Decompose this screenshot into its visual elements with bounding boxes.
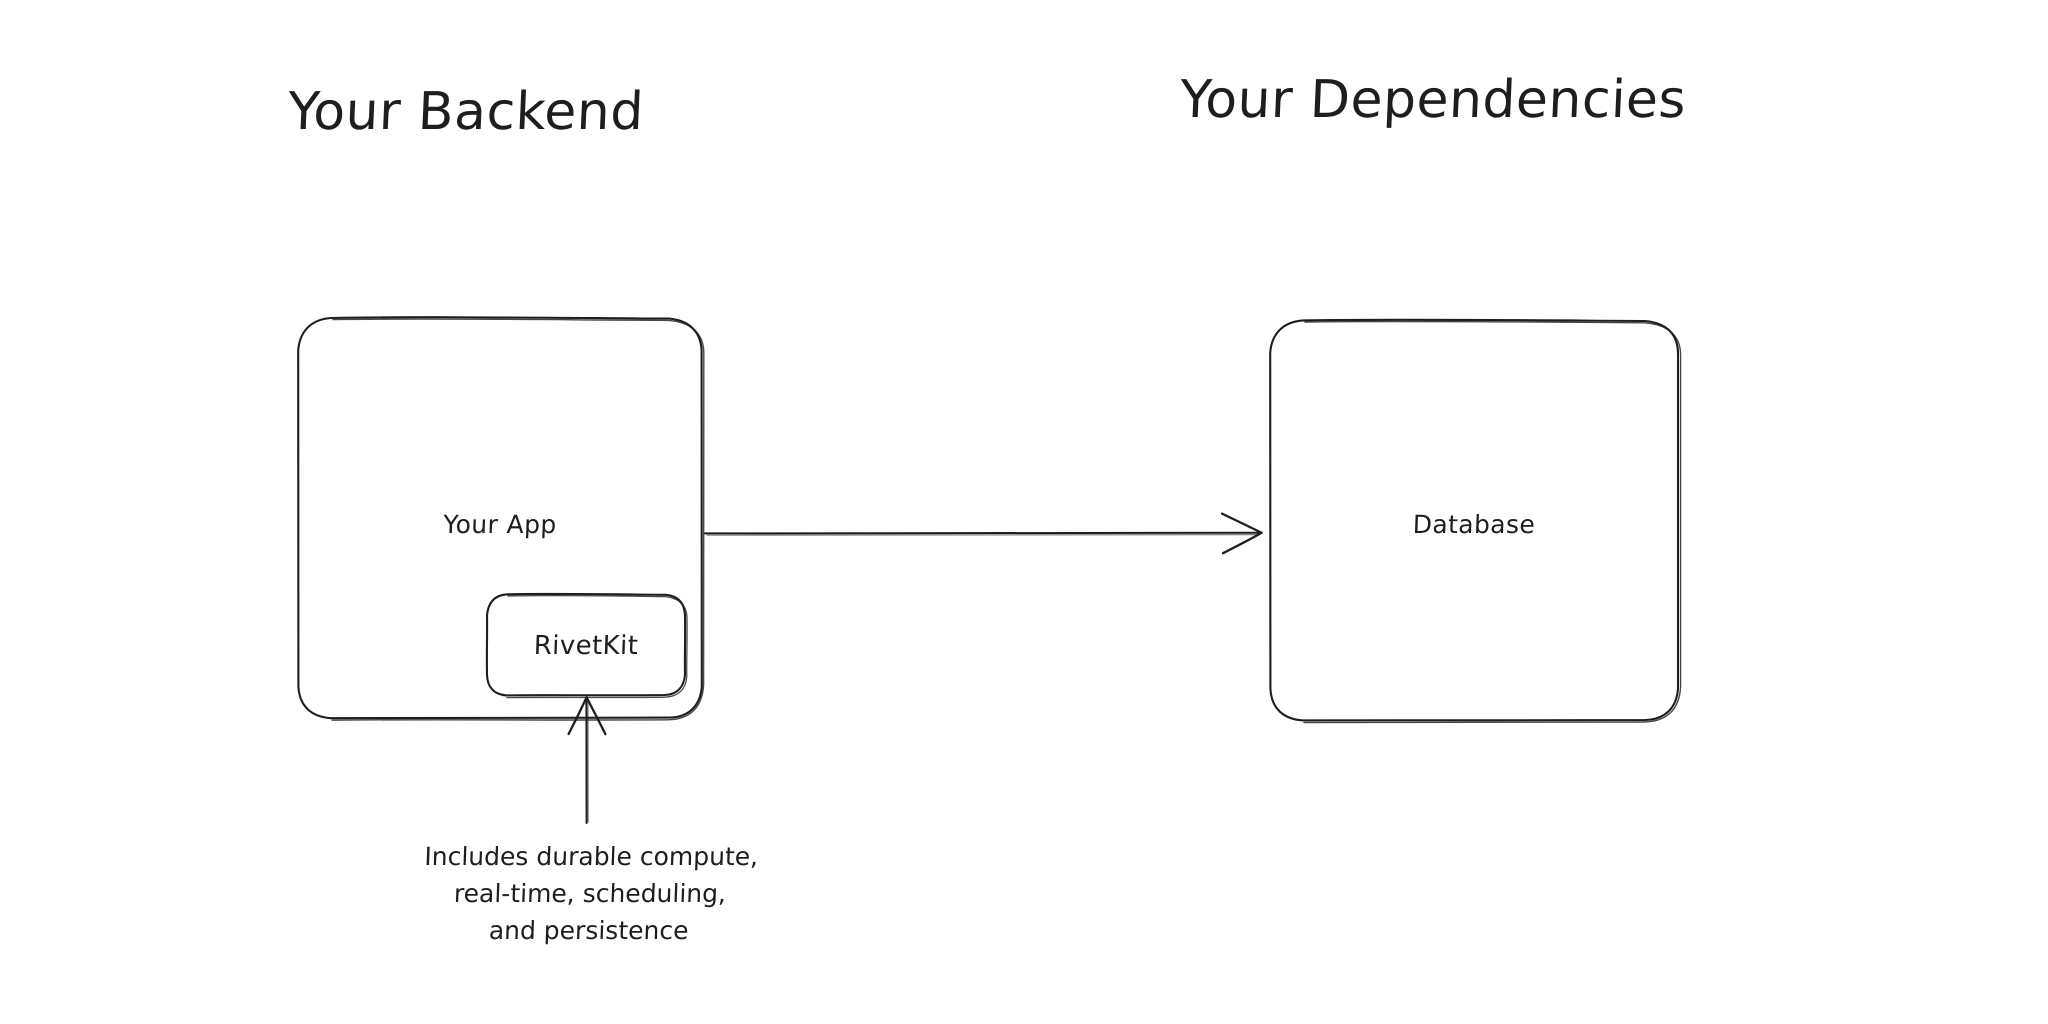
annotation-line-1: Includes durable compute,	[423, 842, 759, 871]
node-label-rivetkit: RivetKit	[533, 631, 639, 661]
group-title-dependencies: Your Dependencies	[1178, 70, 1688, 130]
annotation-line-3: and persistence	[488, 916, 690, 945]
edge-annotation-to-rivetkit[interactable]	[567, 696, 607, 824]
annotation-line-2: real-time, scheduling,	[453, 879, 727, 908]
node-rivetkit-shape[interactable]	[485, 592, 688, 699]
node-your-app-shape[interactable]	[296, 316, 705, 721]
edge-app-to-database[interactable]	[704, 512, 1263, 555]
group-title-backend: Your Backend	[286, 82, 646, 142]
node-label-your-app: Your App	[442, 510, 558, 539]
node-label-database: Database	[1412, 510, 1536, 539]
node-database-shape[interactable]	[1268, 318, 1682, 724]
annotation-text: Includes durable compute, real-time, sch…	[378, 838, 802, 949]
